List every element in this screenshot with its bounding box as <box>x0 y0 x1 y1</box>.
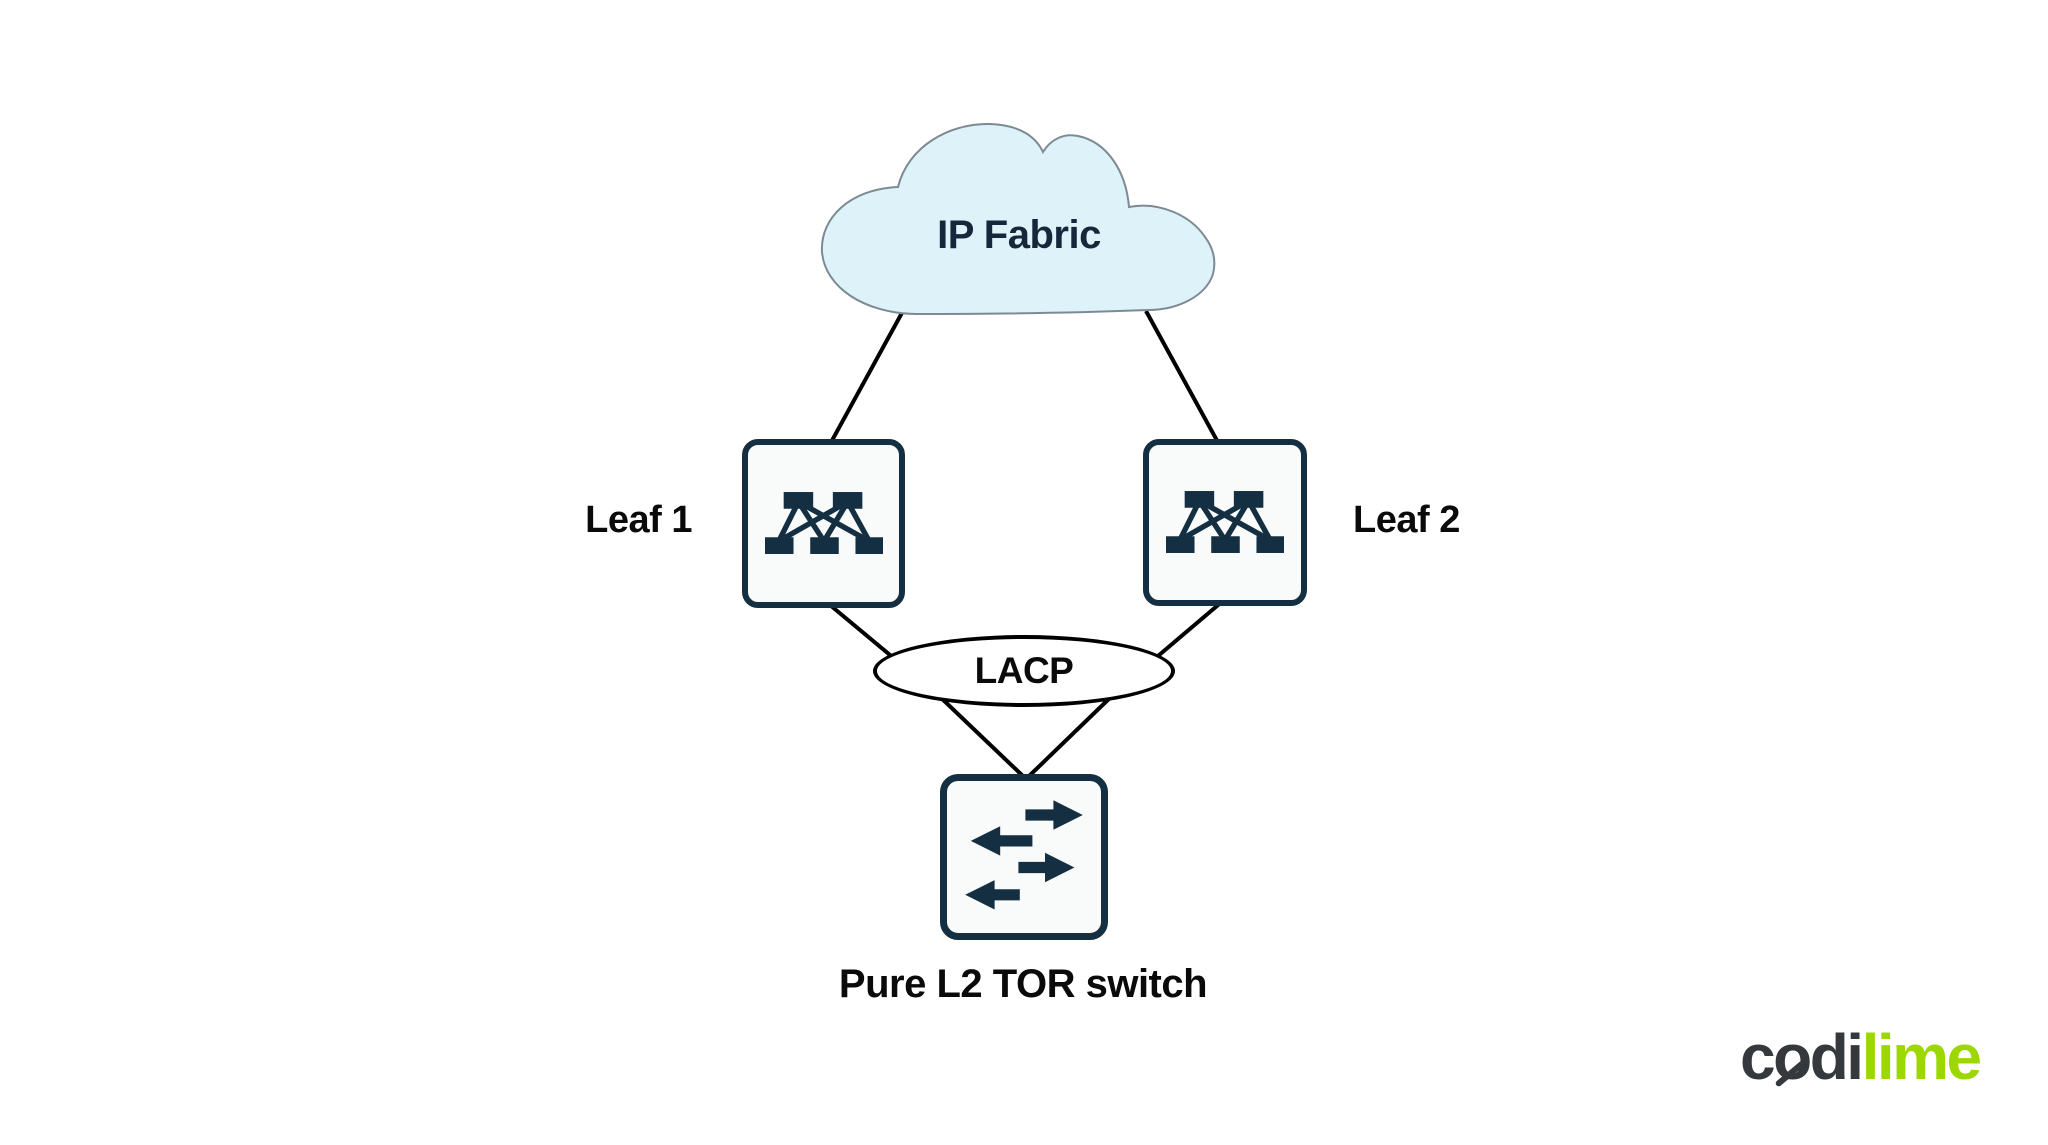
link-cloud-leaf1 <box>827 310 905 447</box>
leaf1-node <box>742 439 905 608</box>
link-lacp-tor-right <box>1024 692 1116 781</box>
link-lacp-tor-left <box>935 692 1028 781</box>
logo-text-c: c <box>1740 1021 1776 1093</box>
codilime-logo: codilime <box>1740 1021 1983 1093</box>
tor-label: Pure L2 TOR switch <box>838 962 1208 1006</box>
link-cloud-leaf2 <box>1144 310 1222 447</box>
leaf1-label: Leaf 1 <box>585 499 692 541</box>
logo-slashed-o: o <box>1773 1021 1812 1093</box>
logo-text-di: di <box>1809 1021 1864 1093</box>
leaf2-node <box>1143 439 1307 606</box>
l2-switch-arrows-icon <box>965 800 1083 910</box>
leaf-switch-mesh-icon <box>764 492 883 554</box>
leaf-switch-mesh-icon <box>1166 491 1284 553</box>
leaf2-label: Leaf 2 <box>1353 499 1460 541</box>
logo-text-lime: lime <box>1861 1021 1983 1093</box>
cloud-icon <box>820 122 1216 316</box>
cloud-label: IP Fabric <box>937 213 1101 257</box>
ip-fabric-cloud: IP Fabric <box>820 121 1218 318</box>
lacp-ellipse: LACP <box>873 635 1175 707</box>
lacp-label: LACP <box>974 650 1074 691</box>
tor-node <box>940 774 1108 940</box>
